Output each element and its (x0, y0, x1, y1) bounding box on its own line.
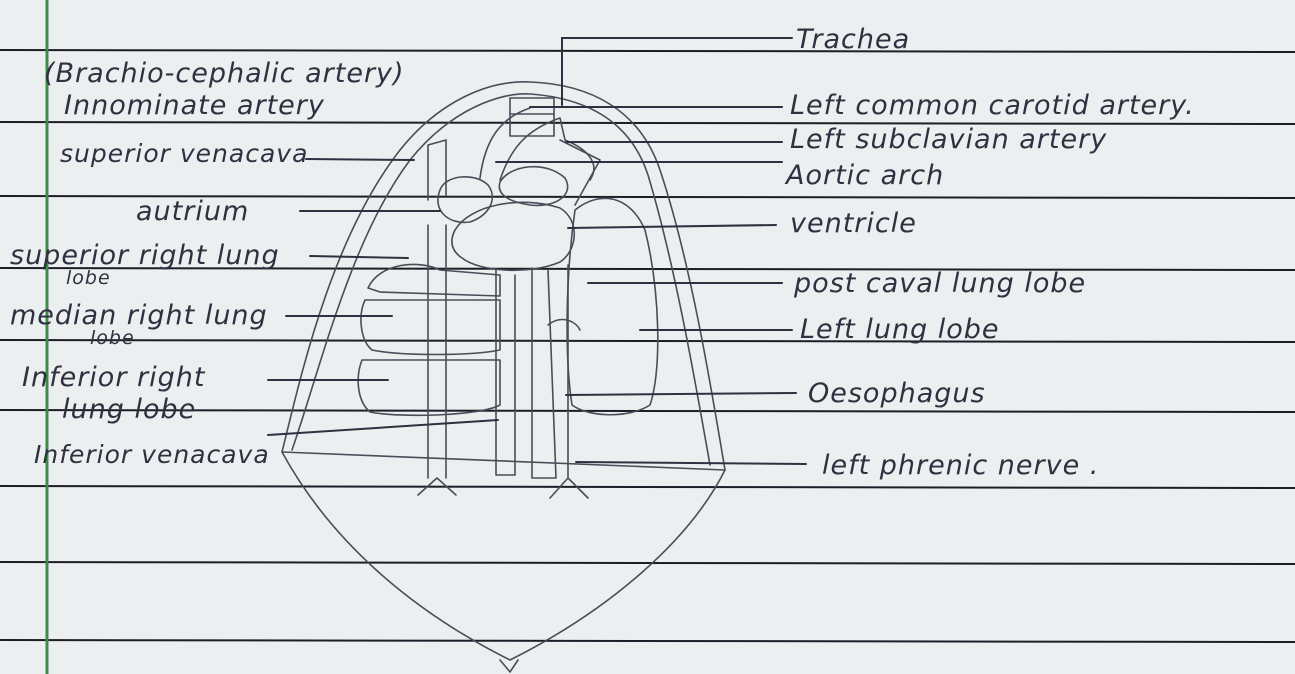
label-median-right-lung: median right lung (10, 300, 268, 331)
label-left-lung: Left lung lobe (800, 314, 1000, 345)
label-superior-vena-cava: superior venacava (60, 139, 308, 168)
aorta-bulb (499, 167, 567, 206)
label-inferior-vena-cava: Inferior venacava (34, 440, 270, 469)
label-aortic-arch: Aortic arch (784, 160, 944, 191)
label-atrium: autrium (136, 196, 249, 227)
label-inferior-right: Inferior right (22, 362, 206, 393)
label-left-common-carotid: Left common carotid artery. (790, 90, 1195, 121)
label-inferior-right-2: lung lobe (62, 394, 196, 425)
label-innominate: Innominate artery (64, 90, 325, 121)
rule-line (0, 486, 1295, 488)
left-lobe-divide (548, 320, 580, 330)
median-right-lobe (361, 300, 500, 355)
rule-line (0, 562, 1295, 564)
inner-outline (292, 94, 710, 465)
label-trachea: Trachea (796, 24, 910, 55)
inferior-vena-cava-shape (428, 225, 446, 478)
superior-vena-cava-shape (428, 140, 446, 200)
label-left-phrenic: left phrenic nerve . (822, 450, 1099, 481)
label-left-subclavian: Left subclavian artery (790, 124, 1107, 155)
trachea-shape (510, 98, 554, 136)
apex-notch (500, 660, 518, 672)
label-superior-right-lung-2: lobe (66, 267, 111, 289)
ventricle-shape (452, 202, 574, 270)
label-superior-right-lung: superior right lung (10, 240, 280, 271)
label-ventricle: ventricle (790, 208, 917, 239)
diaphragm-line (282, 452, 725, 470)
aortic-arch-shape (480, 108, 594, 180)
rule-line (0, 340, 1295, 342)
label-brachiocephalic: (Brachio-cephalic artery) (44, 58, 405, 89)
leader-lines (268, 38, 806, 464)
label-post-caval: post caval lung lobe (793, 268, 1086, 299)
oesophagus-shape (532, 268, 556, 478)
label-oesophagus: Oesophagus (808, 378, 986, 409)
rule-line (0, 50, 1295, 52)
thorax-drawing (282, 82, 725, 672)
label-median-right-lung-2: lobe (90, 327, 135, 349)
rule-line (0, 640, 1295, 642)
inferior-right-lobe (358, 360, 500, 415)
left-lung-lobe-shape (567, 198, 658, 414)
